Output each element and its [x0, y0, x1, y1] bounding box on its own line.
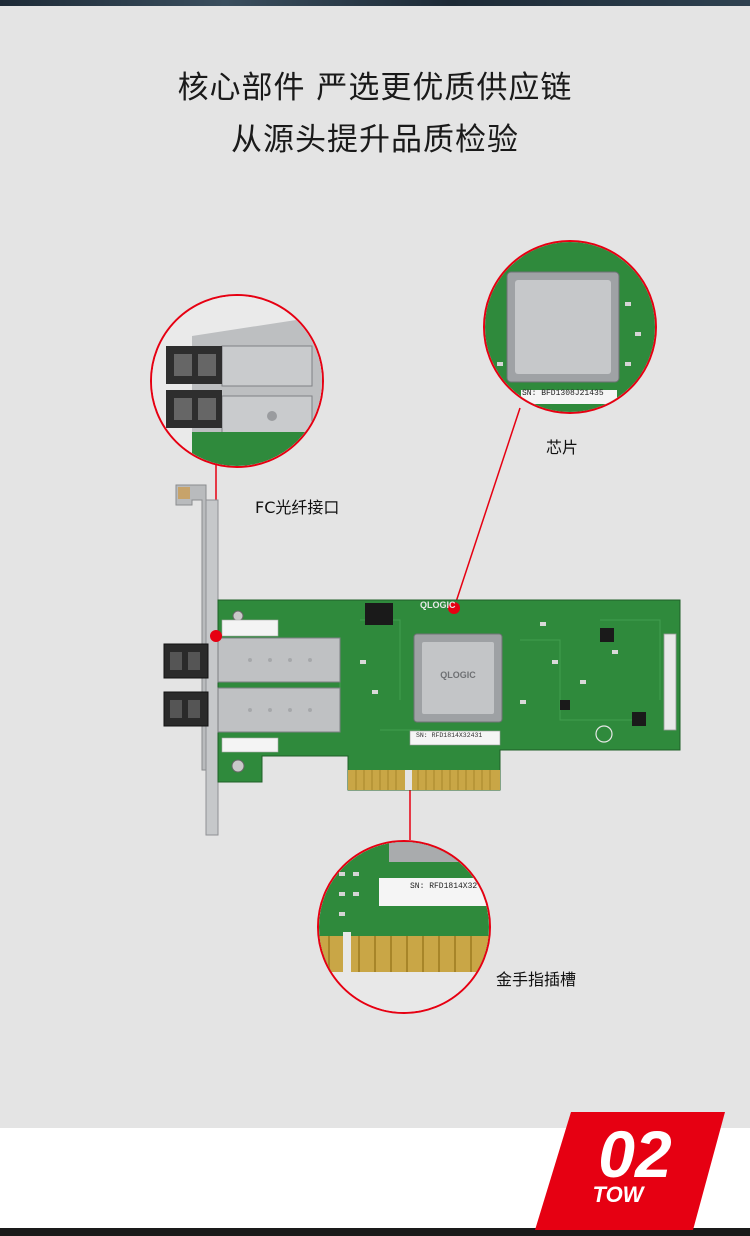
card-serial-label: SN: RFD1814X32431	[416, 732, 483, 739]
sfp-cages	[217, 637, 341, 733]
section-number: 02	[598, 1117, 672, 1191]
headline-line-1: 核心部件 严选更优质供应链	[177, 70, 573, 106]
fc-port-dot	[210, 630, 222, 642]
section-subtitle: TOW	[592, 1182, 644, 1207]
fc-port-label: FC光纤接口	[255, 498, 340, 517]
chip-serial-label: SN: BFD1308J21435	[522, 389, 604, 398]
fc-port-zoom-circle	[150, 294, 324, 468]
chip-label: 芯片	[546, 438, 579, 457]
gold-finger-contacts	[348, 770, 500, 790]
footer-dark-strip	[0, 1228, 750, 1236]
chip-zoom-circle	[483, 240, 657, 414]
section-badge	[535, 1112, 725, 1230]
top-decor-bar	[0, 0, 750, 6]
headline-line-2: 从源头提升品质检验	[231, 122, 519, 158]
chip-zoom-image	[485, 242, 655, 412]
main-chip: QLOGIC	[413, 633, 503, 723]
gold-finger-serial-label: SN: RFD1814X32	[410, 882, 478, 891]
card-brand-text: QLOGIC	[420, 600, 456, 610]
gold-finger-zoom-image	[319, 842, 489, 1012]
svg-text:QLOGIC: QLOGIC	[440, 670, 476, 680]
chip-dot	[448, 602, 460, 614]
fiber-connectors	[163, 643, 209, 727]
gold-finger-label: 金手指插槽	[496, 970, 577, 989]
fc-port-zoom-image	[152, 296, 322, 466]
metal-bracket	[175, 484, 219, 836]
serial-sticker	[409, 730, 501, 746]
gold-finger-zoom-circle	[317, 840, 491, 1014]
